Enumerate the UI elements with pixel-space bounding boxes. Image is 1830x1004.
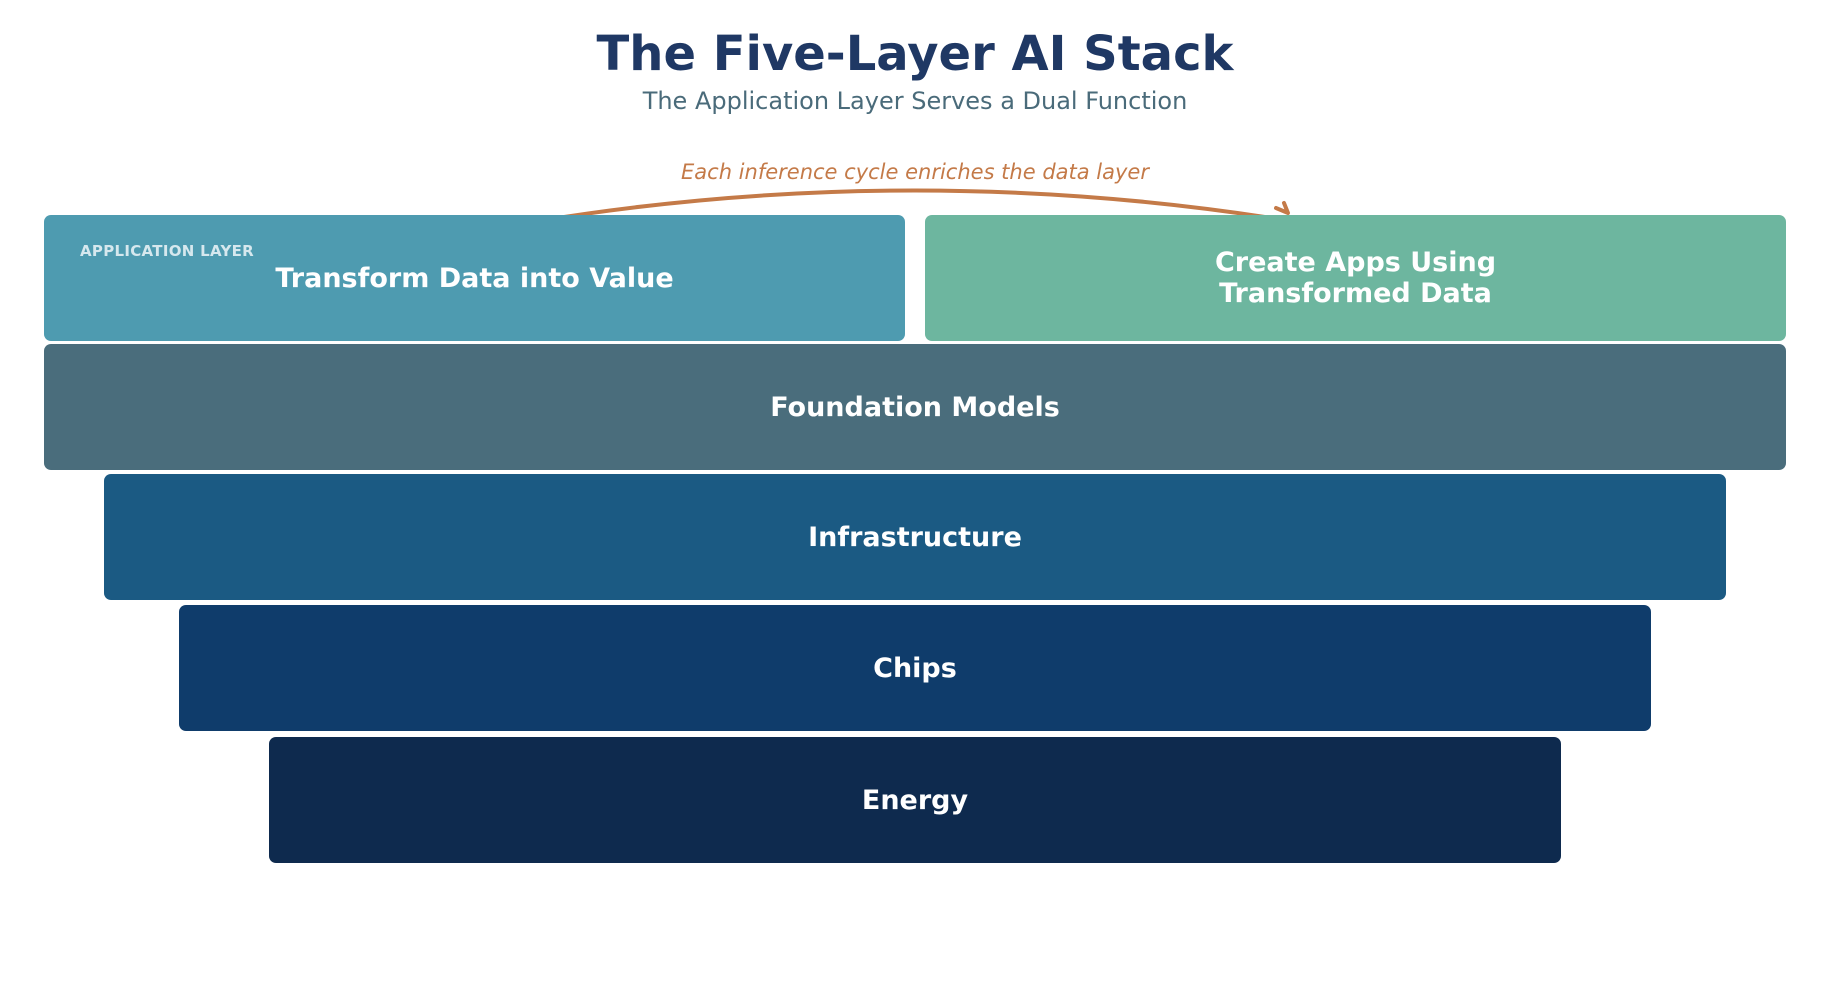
application-layer-transform: APPLICATION LAYER Transform Data into Va… <box>44 215 905 341</box>
feedback-arrowhead <box>1274 201 1290 215</box>
foundation-models-layer: Foundation Models <box>44 344 1786 470</box>
infrastructure-label: Infrastructure <box>808 521 1022 553</box>
energy-layer: Energy <box>269 737 1561 863</box>
application-left-label: Transform Data into Value <box>275 262 674 294</box>
feedback-annotation: Each inference cycle enriches the data l… <box>681 160 1149 184</box>
application-layer-create-apps: Create Apps Using Transformed Data <box>925 215 1786 341</box>
application-layer-tag: APPLICATION LAYER <box>80 242 255 260</box>
infrastructure-layer: Infrastructure <box>104 474 1726 600</box>
foundation-models-label: Foundation Models <box>770 391 1060 423</box>
application-right-label: Create Apps Using Transformed Data <box>1214 247 1497 309</box>
chips-label: Chips <box>873 652 957 684</box>
chips-layer: Chips <box>179 605 1651 731</box>
page-subtitle: The Application Layer Serves a Dual Func… <box>642 87 1188 115</box>
page-title: The Five-Layer AI Stack <box>596 26 1234 82</box>
energy-label: Energy <box>861 784 969 816</box>
